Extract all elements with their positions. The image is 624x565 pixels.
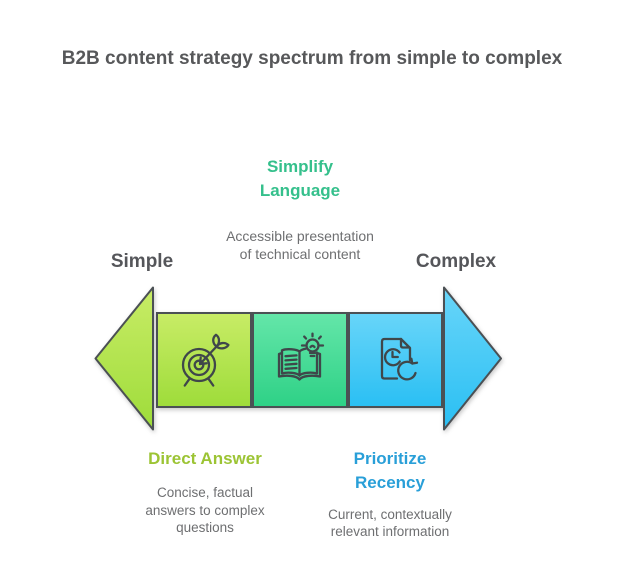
right-arrowhead xyxy=(443,286,502,431)
segment-prioritize-recency xyxy=(348,312,443,408)
document-clock-refresh-icon xyxy=(368,332,424,388)
target-arrow-icon xyxy=(176,332,232,388)
stage-description: Concise, factual answers to complex ques… xyxy=(145,484,265,536)
stage-description: Accessible presentation of technical con… xyxy=(226,227,374,262)
book-lightbulb-icon xyxy=(272,332,328,388)
annotation-simplify-language: Simplify Language Accessible presentatio… xyxy=(200,155,400,263)
stage-heading: Direct Answer xyxy=(148,449,262,468)
page-title: B2B content strategy spectrum from simpl… xyxy=(61,48,563,69)
stage-heading: Prioritize Recency xyxy=(353,449,427,492)
annotation-prioritize-recency: Prioritize Recency Current, contextually… xyxy=(297,447,483,541)
axis-label-simple: Simple xyxy=(110,251,174,272)
annotation-direct-answer: Direct Answer Concise, factual answers t… xyxy=(112,447,298,537)
stage-heading: Simplify Language xyxy=(259,157,341,200)
axis-label-complex: Complex xyxy=(415,251,497,272)
stage-description: Current, contextually relevant informati… xyxy=(328,506,452,540)
left-arrowhead xyxy=(94,286,154,431)
